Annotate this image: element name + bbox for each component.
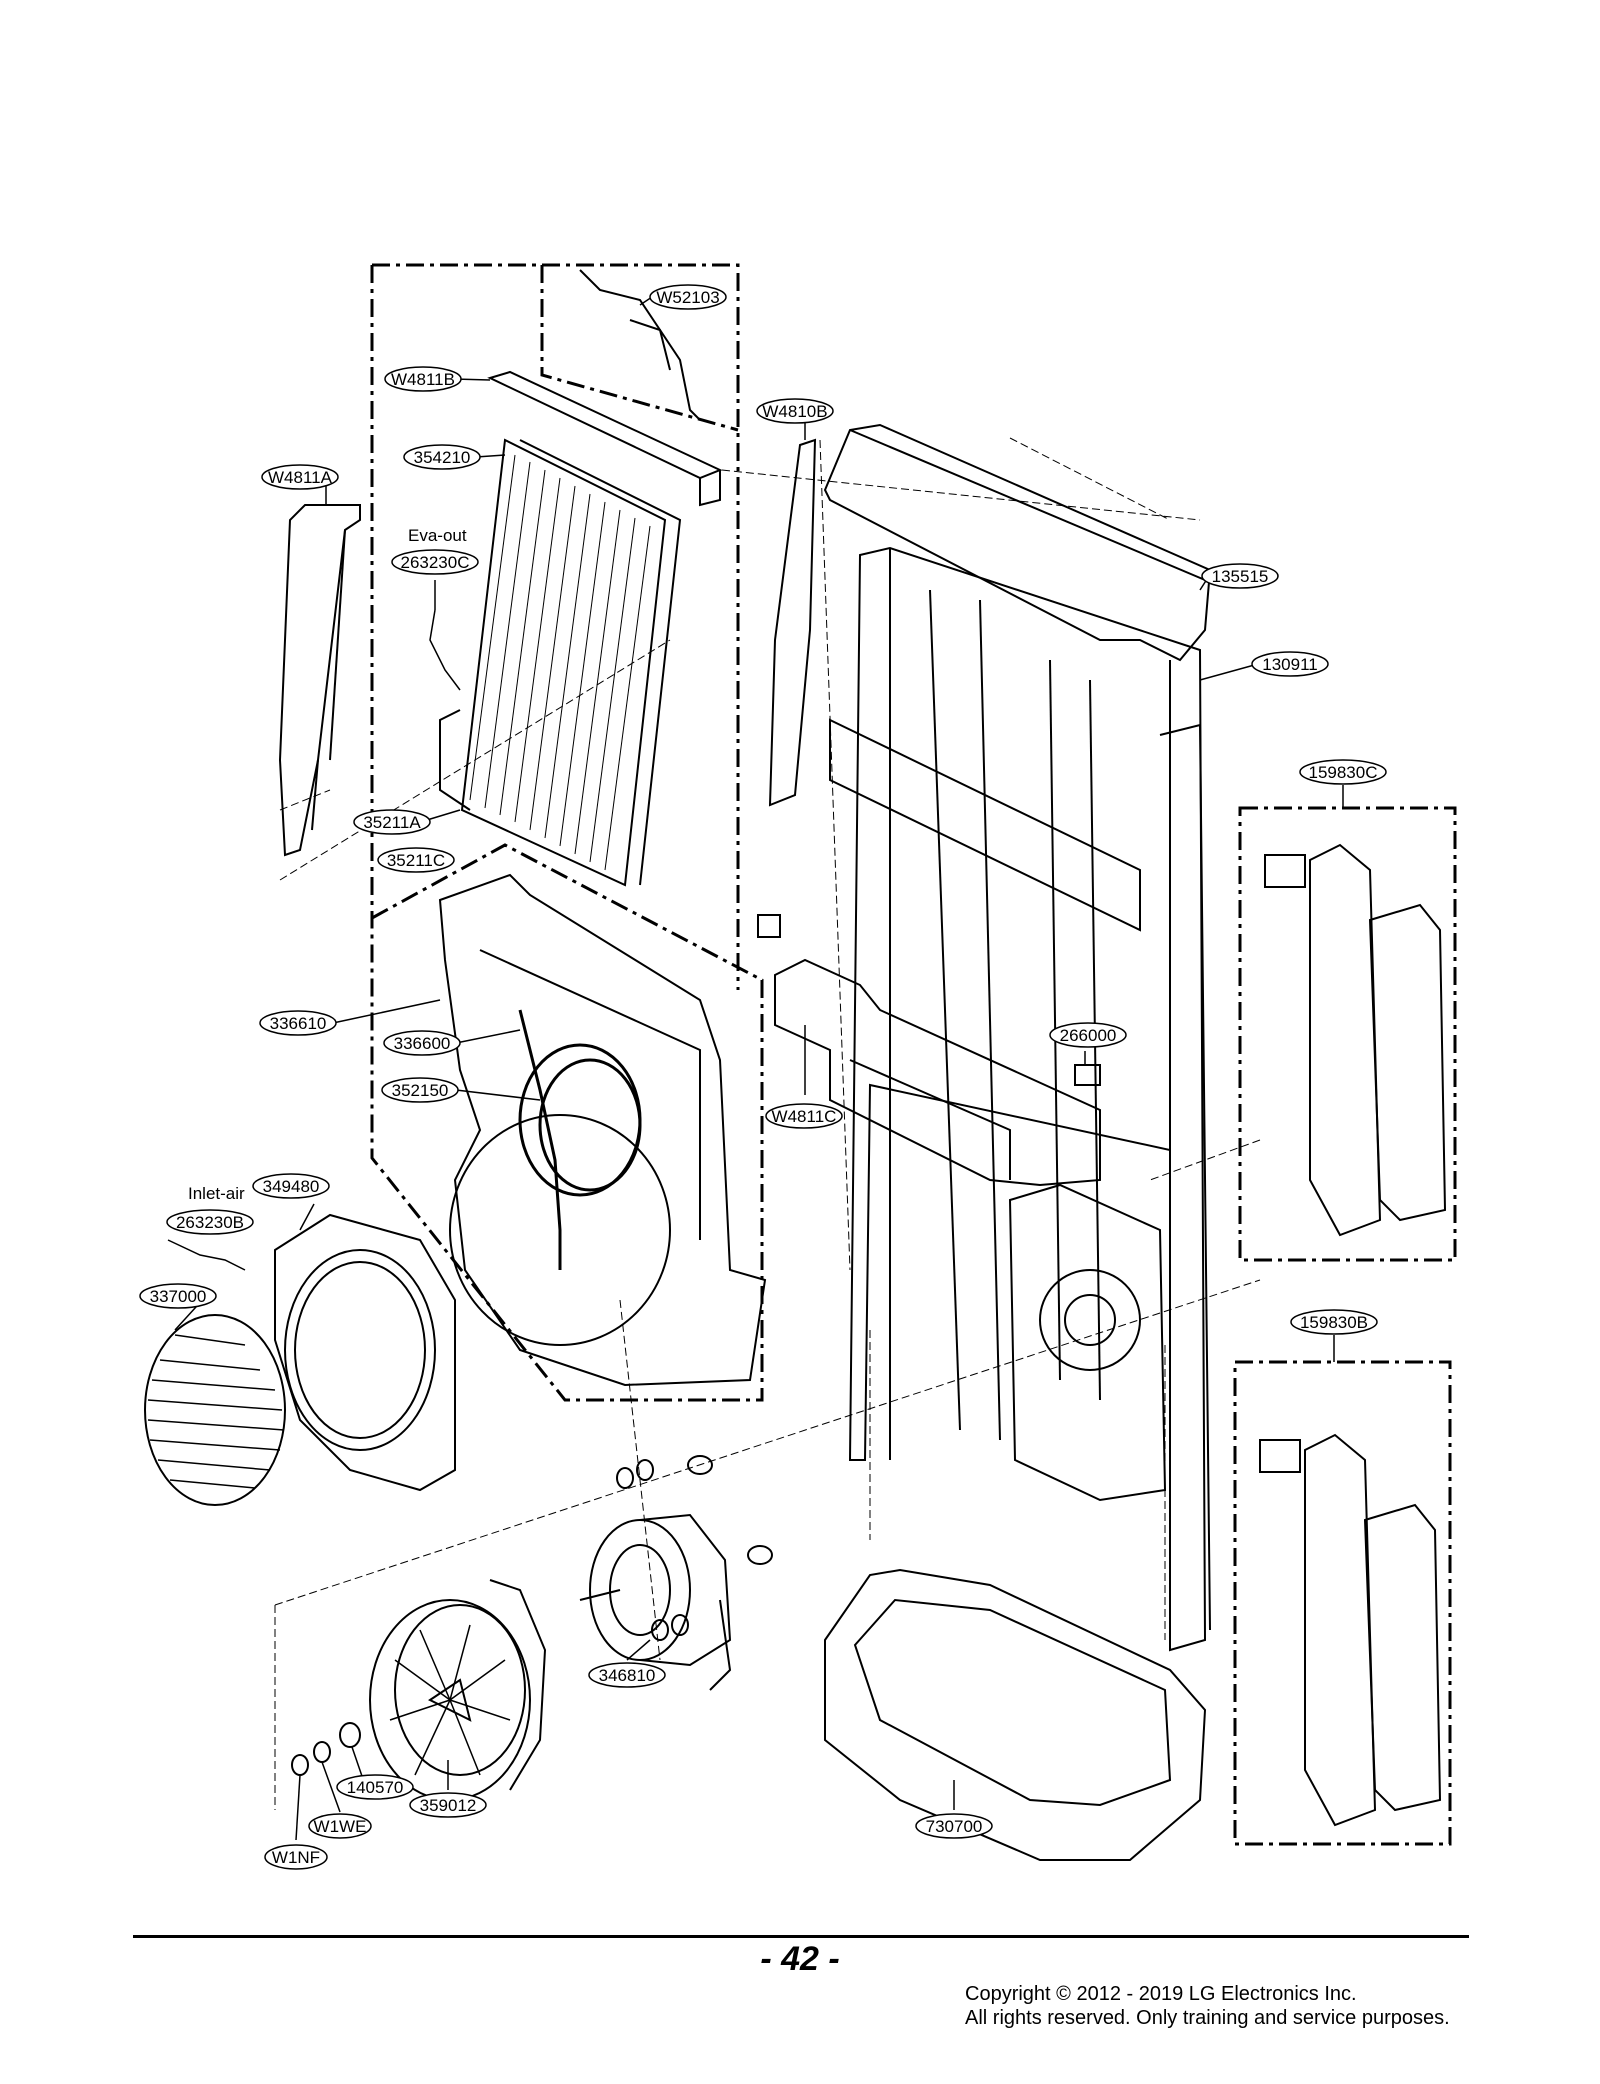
callout-35211a: 35211A — [353, 809, 431, 835]
thermistor-inlet-air-part — [167, 1239, 246, 1271]
callout-130911: 130911 — [1251, 651, 1329, 677]
copyright-line-1: Copyright © 2012 - 2019 LG Electronics I… — [965, 1983, 1357, 2005]
callout-leader-lines — [174, 296, 1344, 1841]
callout-label: 337000 — [150, 1287, 207, 1306]
drain-pan-part — [824, 1568, 1207, 1861]
callout-730700: 730700 — [915, 1813, 993, 1839]
callout-label: 730700 — [926, 1817, 983, 1836]
connector-part — [757, 914, 781, 938]
callout-336610: 336610 — [259, 1010, 337, 1036]
callout-label: 140570 — [347, 1778, 404, 1797]
callout-159830c: 159830C — [1299, 759, 1387, 785]
callout-w4810b: W4810B — [756, 398, 834, 424]
thermistor-eva-out-part — [429, 609, 461, 691]
inlet-air-label: Inlet-air — [188, 1184, 245, 1203]
lower-louver-assembly-part — [1259, 1433, 1442, 1827]
callout-w4811b: W4811B — [384, 366, 462, 392]
callout-263230c: 263230C — [391, 549, 479, 575]
callout-140570: 140570 — [336, 1774, 414, 1800]
callout-label: W4811C — [772, 1107, 837, 1126]
evaporator-group-boundary — [370, 263, 764, 1402]
motor-mount-plate-part — [1008, 1183, 1167, 1502]
callout-352150: 352150 — [381, 1077, 459, 1103]
callout-label: W1WE — [314, 1817, 367, 1836]
callout-w52103: W52103 — [649, 284, 727, 310]
orifice-ring-part — [274, 1213, 456, 1492]
callout-label: 159830C — [1308, 763, 1377, 782]
callout-266000: 266000 — [1049, 1022, 1127, 1048]
callout-w1we: W1WE — [308, 1813, 372, 1839]
callout-label: 349480 — [263, 1177, 320, 1196]
top-cover-part — [823, 423, 1212, 662]
callout-label: 354210 — [414, 448, 471, 467]
callout-label: W4811B — [391, 370, 455, 389]
callout-label: 336600 — [394, 1034, 451, 1053]
main-frame-part — [829, 546, 1211, 1652]
control-box-bracket-part — [774, 958, 1101, 1187]
washer-nut-parts — [291, 1455, 773, 1776]
callout-label: 359012 — [420, 1796, 477, 1815]
callout-label: W52103 — [656, 288, 719, 307]
callout-346810: 346810 — [588, 1662, 666, 1688]
callout-w1nf: W1NF — [264, 1844, 328, 1870]
drain-hose-part — [518, 1009, 642, 1270]
callout-159830b: 159830B — [1290, 1309, 1378, 1335]
footer-rule — [133, 1935, 1469, 1938]
callout-w4811a: W4811A — [261, 464, 339, 490]
callout-label: 159830B — [1300, 1313, 1368, 1332]
callout-label: 336610 — [270, 1014, 327, 1033]
callout-349480: 349480 — [252, 1173, 330, 1199]
callout-336600: 336600 — [383, 1030, 461, 1056]
page-number: - 42 - — [760, 1940, 840, 1978]
callout-263230b: 263230B — [166, 1209, 254, 1235]
copyright-notice: Copyright © 2012 - 2019 LG Electronics I… — [965, 1982, 1450, 2030]
callout-135515: 135515 — [1201, 563, 1279, 589]
right-bracket-part — [768, 438, 817, 807]
callout-label: 266000 — [1060, 1026, 1117, 1045]
callout-label: 263230C — [400, 553, 469, 572]
assembly-guide-lines — [274, 437, 1261, 1810]
callout-label: 130911 — [1262, 655, 1317, 674]
callout-label: 35211C — [387, 851, 445, 870]
callout-label: 35211A — [363, 813, 421, 832]
callout-w4811c: W4811C — [765, 1103, 843, 1129]
top-bracket-part — [487, 370, 723, 507]
refrigerant-pipe-part — [579, 269, 701, 421]
callout-337000: 337000 — [139, 1283, 217, 1309]
upper-louver-assembly-part — [1264, 843, 1447, 1237]
clip-part — [1074, 1064, 1101, 1086]
copyright-line-2: All rights reserved. Only training and s… — [965, 2007, 1450, 2029]
callout-359012: 359012 — [409, 1792, 487, 1818]
evaporator-coil-part — [439, 438, 682, 887]
fan-housing-part — [438, 873, 767, 1387]
callout-label: W1NF — [272, 1848, 320, 1867]
callout-label: W4811A — [268, 468, 333, 487]
left-louver-group-boundary — [1233, 806, 1457, 1846]
callout-label: W4810B — [762, 402, 827, 421]
callout-354210: 354210 — [403, 444, 481, 470]
fan-guard-grill-part — [144, 1314, 286, 1506]
fan-motor-part — [579, 1513, 732, 1691]
callout-label: 263230B — [176, 1213, 244, 1232]
eva-out-label: Eva-out — [408, 526, 467, 545]
callout-35211c: 35211C — [377, 847, 455, 873]
callout-label: 135515 — [1212, 567, 1269, 586]
callout-label: 352150 — [392, 1081, 449, 1100]
left-bracket-part — [278, 504, 361, 857]
callout-label: 346810 — [599, 1666, 656, 1685]
